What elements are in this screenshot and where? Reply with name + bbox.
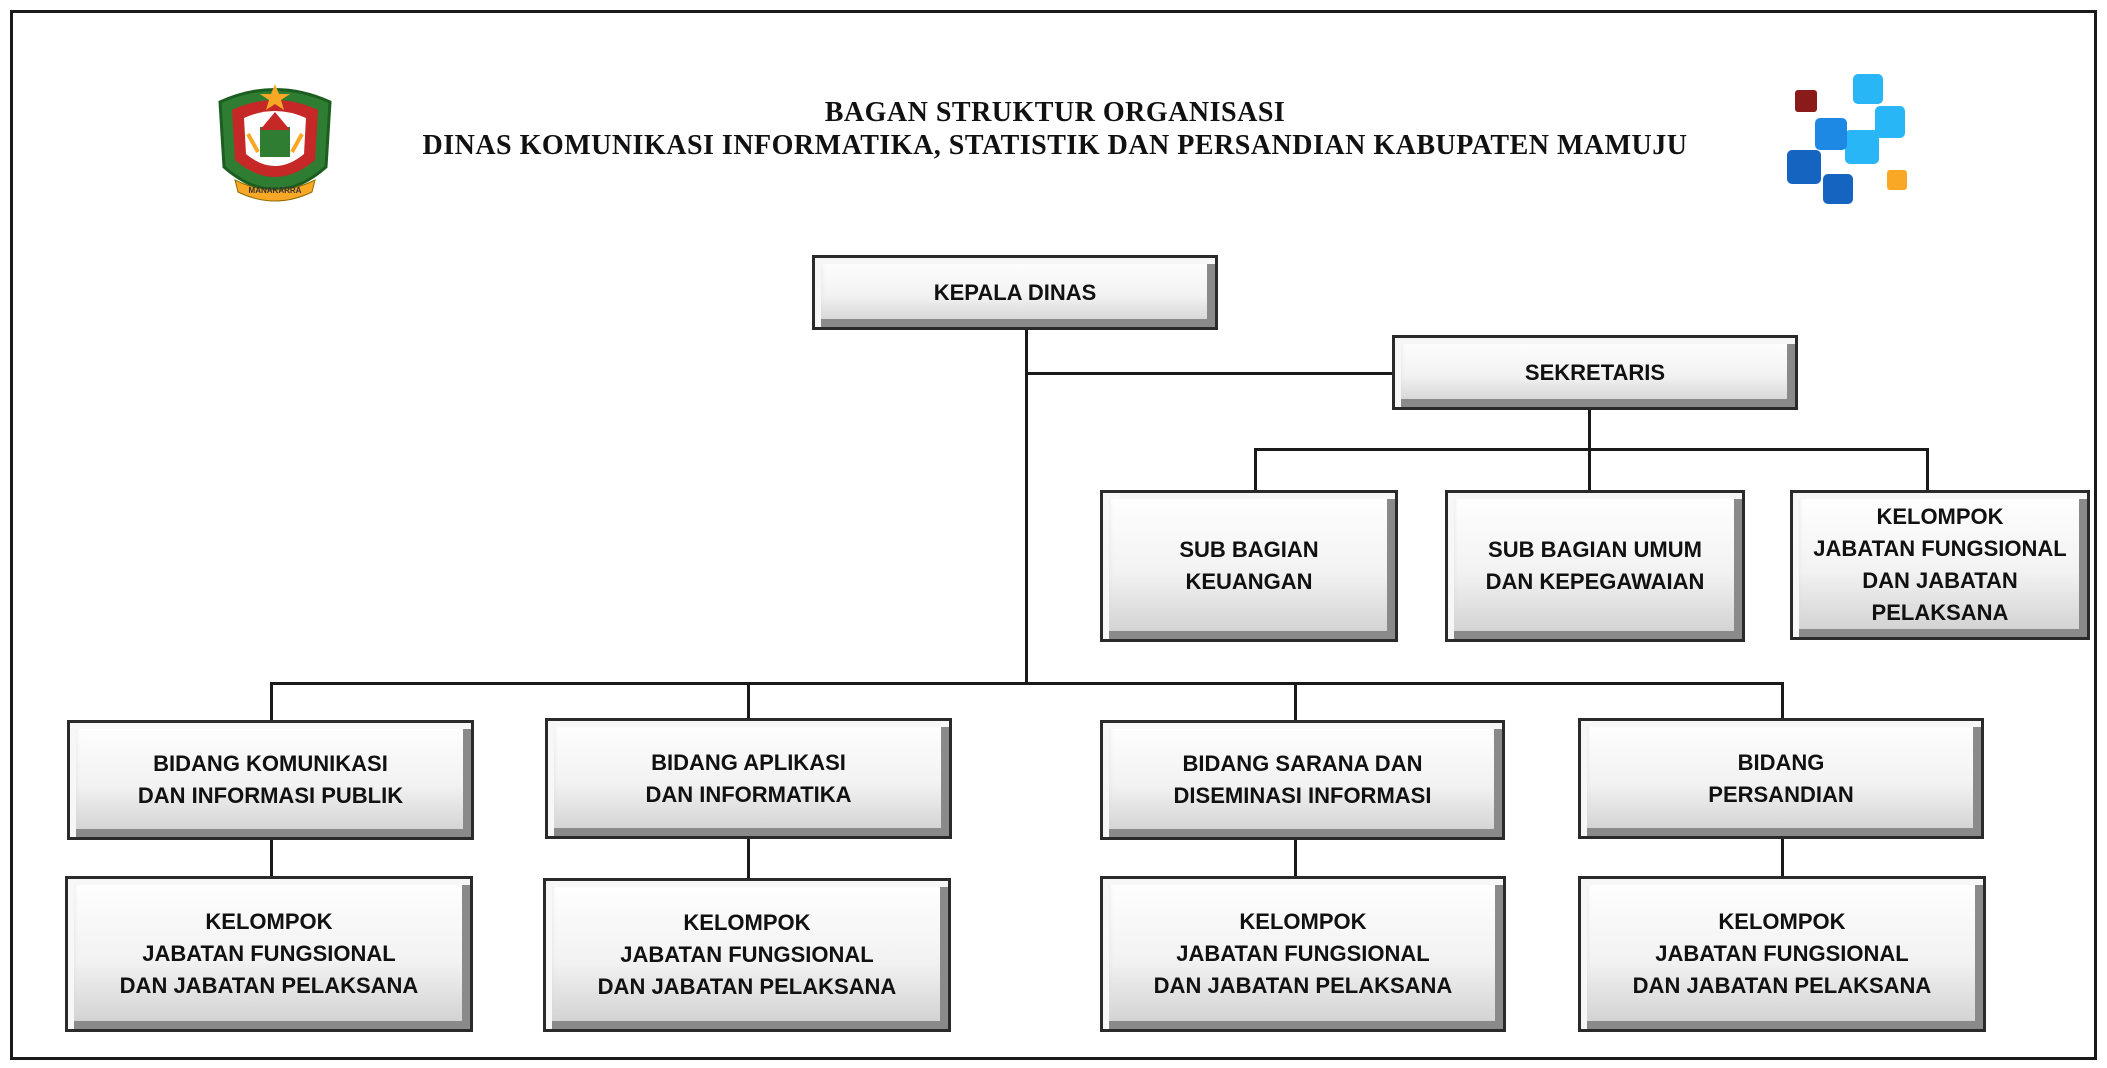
- connector-line: [270, 682, 1784, 685]
- node-label: BIDANG PERSANDIAN: [1708, 749, 1854, 807]
- node-label: KELOMPOK JABATAN FUNGSIONAL DAN JABATAN …: [597, 910, 897, 999]
- node-sekretaris: SEKRETARIS: [1392, 335, 1798, 410]
- node-bidang-komunikasi: BIDANG KOMUNIKASI DAN INFORMASI PUBLIK: [67, 720, 474, 840]
- connector-line: [1926, 448, 1929, 490]
- node-bidang-persandian: BIDANG PERSANDIAN: [1578, 718, 1984, 839]
- node-kelompok-jabatan-4: KELOMPOK JABATAN FUNGSIONAL DAN JABATAN …: [1578, 876, 1986, 1032]
- connector-line: [1588, 448, 1591, 490]
- node-bidang-sarana: BIDANG SARANA DAN DISEMINASI INFORMASI: [1100, 720, 1505, 840]
- node-label: BIDANG APLIKASI DAN INFORMATIKA: [645, 749, 852, 807]
- node-label: SUB BAGIAN KEUANGAN: [1179, 537, 1319, 594]
- node-label: KELOMPOK JABATAN FUNGSIONAL DAN JABATAN …: [1153, 909, 1453, 998]
- connector-line: [1254, 448, 1929, 451]
- node-label: KELOMPOK JABATAN FUNGSIONAL DAN JABATAN …: [1813, 504, 2067, 625]
- connector-line: [1254, 448, 1257, 490]
- diskominfo-logo-icon: [1787, 74, 1907, 204]
- node-label: BIDANG SARANA DAN DISEMINASI INFORMASI: [1173, 751, 1432, 808]
- node-bidang-aplikasi: BIDANG APLIKASI DAN INFORMATIKA: [545, 718, 952, 839]
- connector-line: [1588, 410, 1591, 450]
- node-sub-bagian-umum: SUB BAGIAN UMUM DAN KEPEGAWAIAN: [1445, 490, 1745, 642]
- mamuju-emblem-icon: MANAKARRA: [218, 84, 332, 202]
- node-sub-bagian-keuangan: SUB BAGIAN KEUANGAN: [1100, 490, 1398, 642]
- node-kelompok-jabatan-3: KELOMPOK JABATAN FUNGSIONAL DAN JABATAN …: [1100, 876, 1506, 1032]
- connector-line: [270, 838, 273, 878]
- node-label: KEPALA DINAS: [933, 279, 1097, 305]
- node-label: SEKRETARIS: [1524, 359, 1666, 385]
- node-kelompok-jabatan-1: KELOMPOK JABATAN FUNGSIONAL DAN JABATAN …: [65, 876, 473, 1032]
- connector-line: [270, 682, 273, 722]
- node-label: BIDANG KOMUNIKASI DAN INFORMASI PUBLIK: [137, 751, 404, 808]
- node-label: KELOMPOK JABATAN FUNGSIONAL DAN JABATAN …: [119, 909, 419, 998]
- connector-line: [747, 682, 750, 722]
- chart-title: BAGAN STRUKTUR ORGANISASI: [824, 97, 1286, 128]
- connector-line: [747, 838, 750, 878]
- node-kelompok-jabatan-2: KELOMPOK JABATAN FUNGSIONAL DAN JABATAN …: [543, 878, 951, 1032]
- connector-line: [1025, 372, 1393, 375]
- connector-line: [1294, 682, 1297, 722]
- node-label: KELOMPOK JABATAN FUNGSIONAL DAN JABATAN …: [1632, 909, 1932, 998]
- connector-line: [1781, 682, 1784, 722]
- node-kelompok-jabatan-sekretariat: KELOMPOK JABATAN FUNGSIONAL DAN JABATAN …: [1790, 490, 2090, 640]
- node-label: SUB BAGIAN UMUM DAN KEPEGAWAIAN: [1485, 537, 1705, 594]
- chart-subtitle: DINAS KOMUNIKASI INFORMATIKA, STATISTIK …: [422, 130, 1688, 161]
- connector-line: [1025, 330, 1028, 684]
- chart-frame: [10, 10, 2097, 1060]
- connector-line: [1781, 838, 1784, 878]
- node-kepala-dinas: KEPALA DINAS: [812, 255, 1218, 330]
- svg-text:MANAKARRA: MANAKARRA: [249, 186, 302, 195]
- connector-line: [1294, 838, 1297, 878]
